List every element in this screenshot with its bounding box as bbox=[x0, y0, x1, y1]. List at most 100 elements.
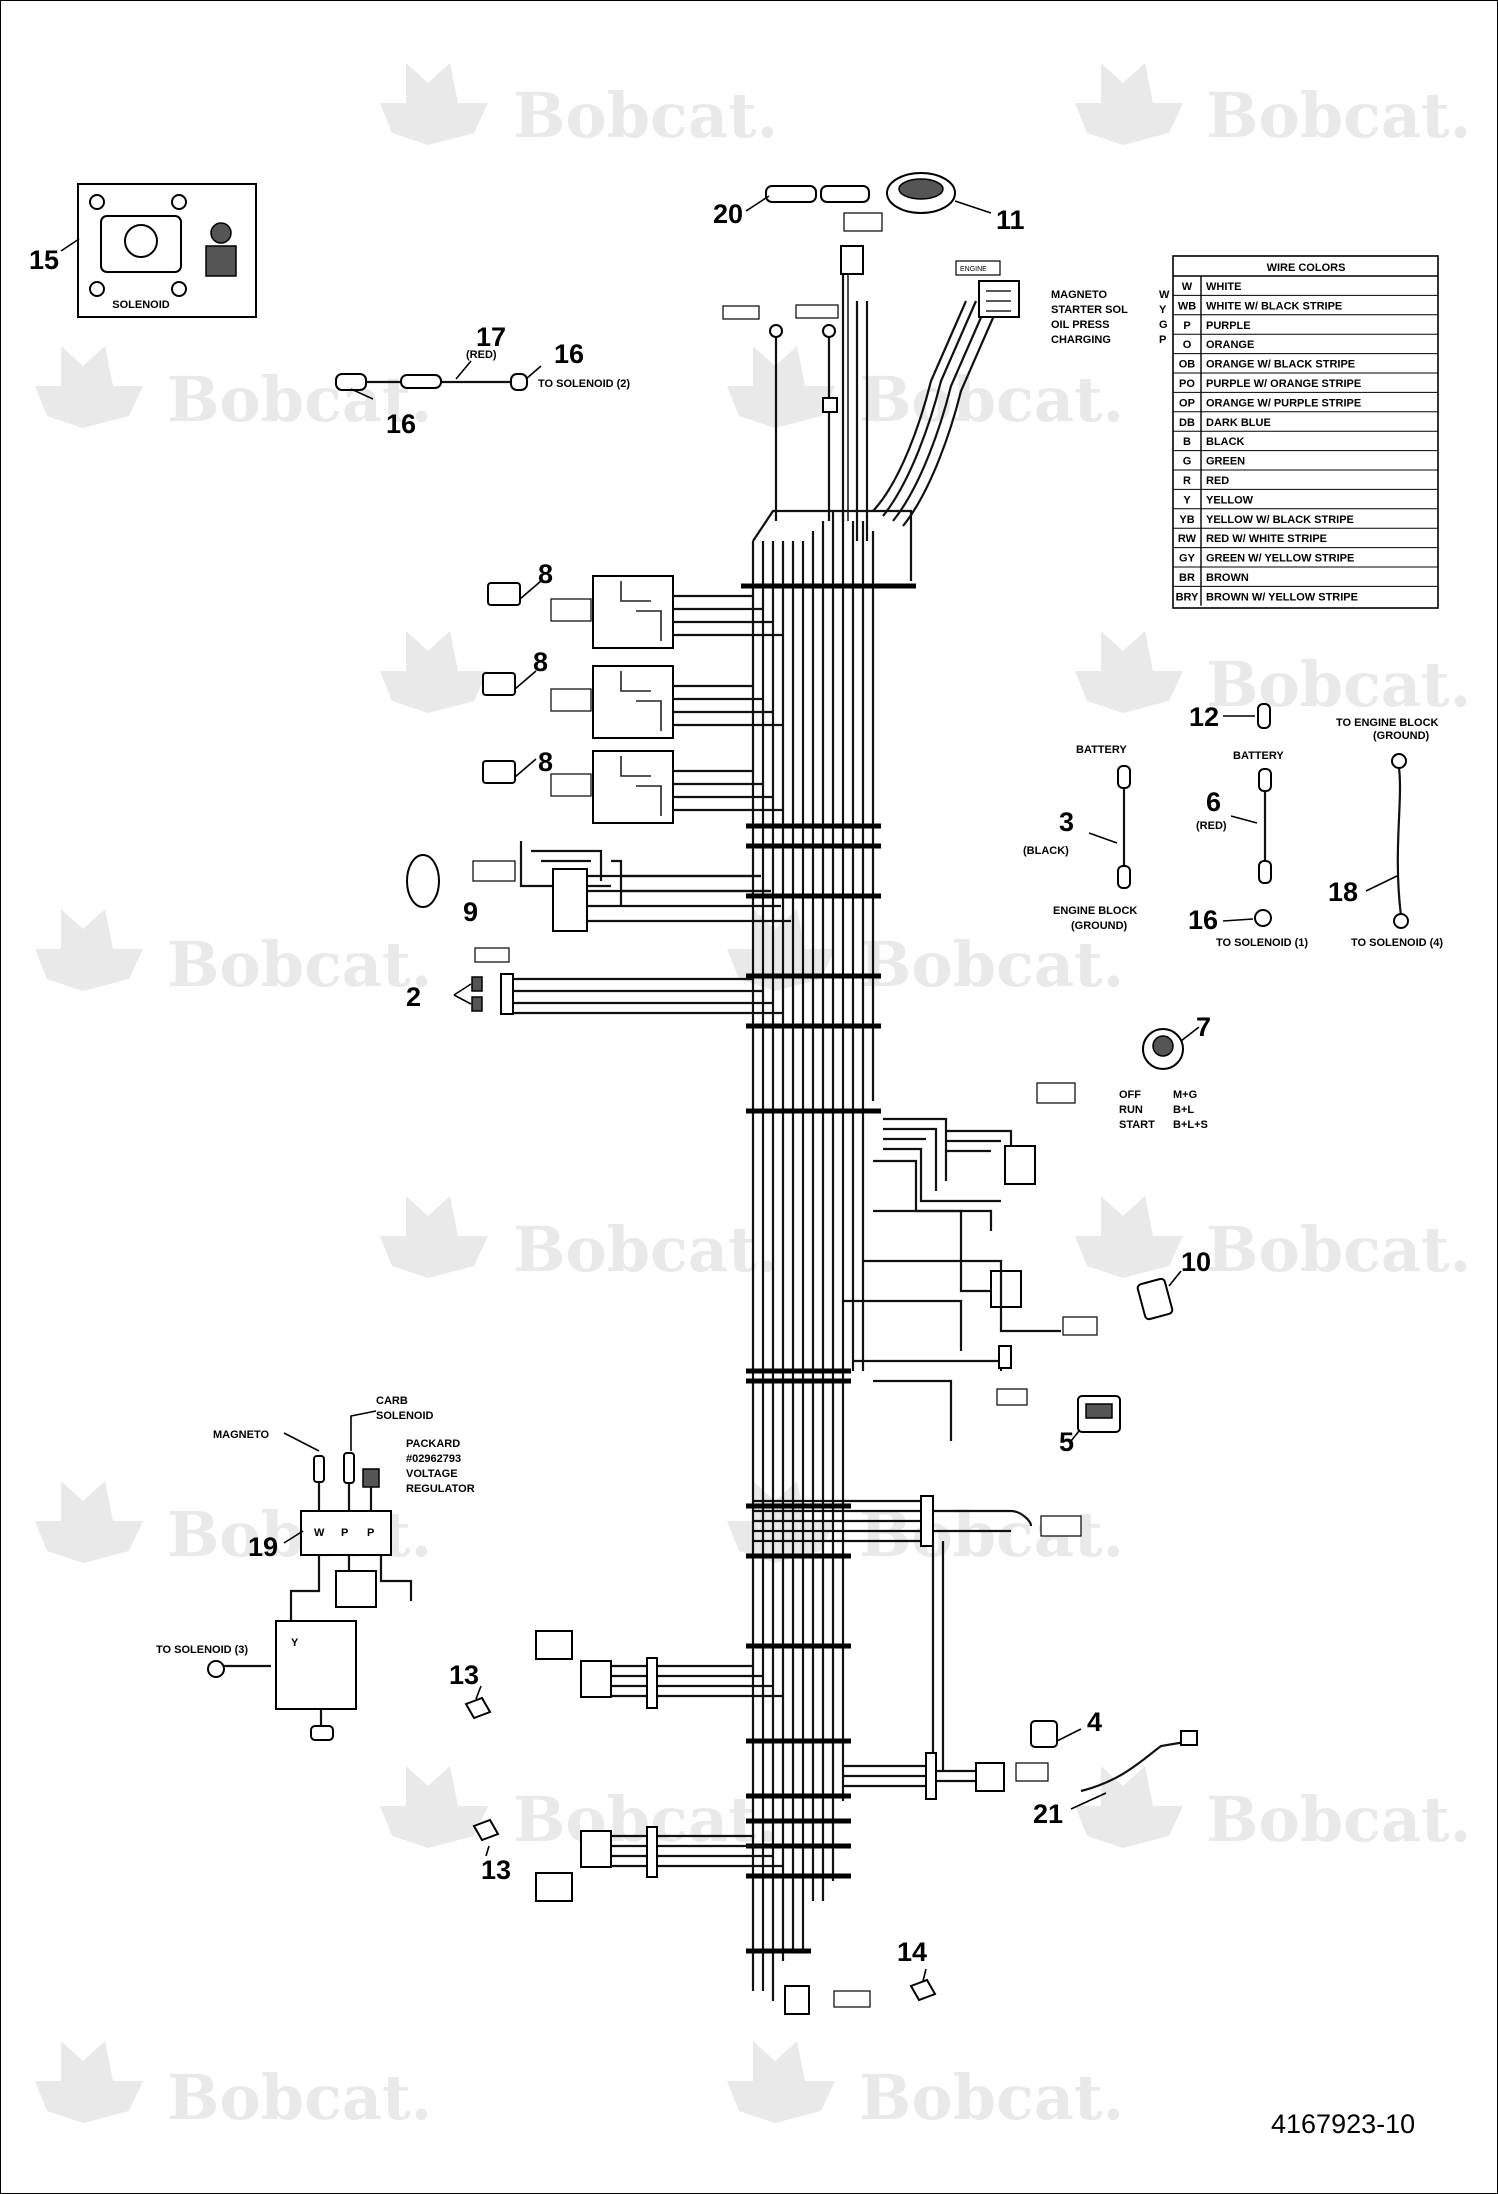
switch-13-icon bbox=[464, 1696, 492, 1720]
wire-color-name: PURPLE bbox=[1206, 320, 1251, 332]
callout-17: 17 bbox=[476, 322, 506, 352]
watermark-logo-icon bbox=[35, 909, 143, 991]
cable-terminal bbox=[1117, 865, 1131, 889]
engine-connectors-top: ENGINE bbox=[722, 172, 1020, 413]
legend-code: G bbox=[1159, 319, 1168, 331]
wire-color-code: O bbox=[1183, 339, 1192, 351]
cable-terminal bbox=[510, 373, 528, 391]
wire-color-name: GREEN W/ YELLOW STRIPE bbox=[1206, 553, 1354, 565]
watermark-logo-icon bbox=[380, 631, 488, 713]
wire-color-name: YELLOW bbox=[1206, 494, 1254, 506]
relay bbox=[487, 582, 521, 606]
tag bbox=[1062, 1316, 1098, 1336]
regulator-body bbox=[335, 1570, 377, 1608]
callout-3: 3 bbox=[1059, 807, 1074, 837]
legend-code: P bbox=[1159, 334, 1166, 346]
wire-color-code: P bbox=[1183, 320, 1190, 332]
callout-16: 16 bbox=[1188, 905, 1218, 935]
battery-label: BATTERY bbox=[1233, 750, 1284, 762]
wire-color-name: DARK BLUE bbox=[1206, 417, 1271, 429]
wire-color-name: WHITE W/ BLACK STRIPE bbox=[1206, 300, 1342, 312]
watermark-logo-icon bbox=[1075, 631, 1183, 713]
fuse-icon bbox=[471, 976, 483, 992]
small-switches bbox=[464, 1685, 937, 2002]
watermark-text: Bobcat. bbox=[513, 1213, 778, 1286]
lower-left-branches bbox=[535, 1630, 783, 1902]
solenoid-side-icon bbox=[205, 245, 237, 277]
packard-part: #02962793 bbox=[406, 1453, 461, 1465]
watermark-text: Bobcat. bbox=[167, 2061, 432, 2134]
callout-8: 8 bbox=[538, 747, 553, 777]
solenoid-detail: SOLENOID bbox=[60, 183, 257, 318]
solenoid-terminal-icon bbox=[124, 224, 158, 258]
wire-color-code: PO bbox=[1179, 378, 1195, 390]
watermark-text: Bobcat. bbox=[167, 1498, 432, 1571]
wire-color-name: PURPLE W/ ORANGE STRIPE bbox=[1206, 378, 1361, 390]
battery-cables: BATTERY (BLACK) ENGINE BLOCK (GROUND) BA… bbox=[1023, 703, 1443, 949]
switch-14-icon bbox=[909, 1978, 937, 2002]
battery-label: BATTERY bbox=[1076, 744, 1127, 756]
mid-harness-branch bbox=[753, 1495, 1082, 1771]
relay-socket bbox=[592, 665, 674, 739]
wire-color-code: W bbox=[1182, 281, 1193, 293]
magneto-plug bbox=[313, 1455, 325, 1483]
wire-color-code: G bbox=[1183, 456, 1192, 468]
callout-15: 15 bbox=[29, 245, 59, 275]
watermark-text: Bobcat. bbox=[859, 363, 1124, 436]
wire-color-name: BROWN bbox=[1206, 572, 1249, 584]
wire-color-code: OB bbox=[1179, 359, 1196, 371]
relay-socket bbox=[592, 575, 674, 649]
key-run-value: B+L bbox=[1173, 1104, 1194, 1116]
wire-color-name: YELLOW W/ BLACK STRIPE bbox=[1206, 514, 1354, 526]
carb-solenoid-label: SOLENOID bbox=[376, 1410, 434, 1422]
callout-12: 12 bbox=[1189, 702, 1219, 732]
fuse-link-icon bbox=[1257, 703, 1271, 729]
wire-color-name: ORANGE W/ BLACK STRIPE bbox=[1206, 359, 1355, 371]
callout-11: 11 bbox=[996, 205, 1025, 235]
ground-plug bbox=[310, 1725, 334, 1741]
relay-socket bbox=[592, 750, 674, 824]
engine-legend: MAGNETO W STARTER SOL Y OIL PRESS G CHAR… bbox=[1051, 289, 1170, 346]
magneto-label: MAGNETO bbox=[213, 1429, 269, 1441]
watermark-text: Bobcat. bbox=[167, 363, 432, 436]
reference-number: 4167923-10 bbox=[1271, 2109, 1415, 2139]
tag bbox=[1040, 1515, 1082, 1537]
callout-6: 6 bbox=[1206, 787, 1221, 817]
watermark-text: Bobcat. bbox=[1206, 1213, 1471, 1286]
key-start-value: B+L+S bbox=[1173, 1119, 1208, 1131]
main-harness bbox=[741, 256, 998, 1961]
terminal-2-icon bbox=[171, 194, 187, 210]
watermark-logo-icon bbox=[35, 2041, 143, 2123]
ignition-harness bbox=[843, 1082, 1098, 1441]
hour-meter bbox=[1070, 1395, 1121, 1442]
relay bbox=[482, 760, 516, 784]
wire-y: Y bbox=[291, 1637, 299, 1649]
watermark-logo-icon bbox=[380, 63, 488, 145]
carb-solenoid-plug bbox=[343, 1452, 355, 1484]
regulator-label: REGULATOR bbox=[406, 1483, 475, 1495]
key-run: RUN bbox=[1119, 1104, 1143, 1116]
terminal-1-icon bbox=[89, 194, 105, 210]
watermark-logo-icon bbox=[380, 1766, 488, 1848]
table-title: WIRE COLORS bbox=[1267, 262, 1346, 274]
key-off: OFF bbox=[1119, 1089, 1141, 1101]
cable-terminal bbox=[335, 373, 367, 391]
clip bbox=[920, 1495, 934, 1547]
callout-14: 14 bbox=[897, 1937, 927, 1967]
callout-13: 13 bbox=[481, 1855, 511, 1885]
cable-boot bbox=[400, 374, 442, 389]
connector-tag bbox=[472, 860, 516, 882]
wire-color-code: RW bbox=[1178, 533, 1197, 545]
cable-17-color: (RED) bbox=[466, 349, 497, 361]
packard-label: PACKARD bbox=[406, 1438, 460, 1450]
to-solenoid-4-label: TO SOLENOID (4) bbox=[1351, 937, 1443, 949]
callout-20: 20 bbox=[713, 199, 743, 229]
switch-13-icon bbox=[472, 1818, 500, 1842]
watermark-logo-icon bbox=[727, 2041, 835, 2123]
wire-color-name: BROWN W/ YELLOW STRIPE bbox=[1206, 591, 1358, 603]
relay bbox=[482, 672, 516, 696]
callout-16: 16 bbox=[386, 409, 416, 439]
wire-color-name: ORANGE bbox=[1206, 339, 1254, 351]
connector bbox=[990, 1270, 1022, 1308]
